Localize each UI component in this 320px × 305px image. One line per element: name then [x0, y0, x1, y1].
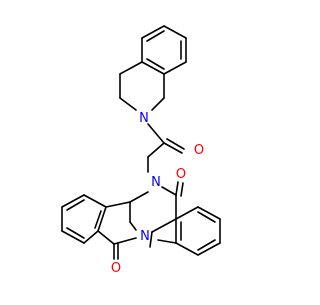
bond: [151, 97, 165, 111]
bond: [141, 25, 165, 39]
bond-double-inner: [197, 211, 216, 223]
bond: [163, 61, 187, 75]
bond: [129, 221, 137, 231]
bond-double-inner: [66, 199, 85, 211]
bond: [97, 206, 107, 232]
bond: [105, 201, 131, 208]
bond: [157, 239, 177, 244]
bond-carbonyl: [175, 181, 179, 196]
bond-carbonyl: [180, 182, 184, 197]
bond: [97, 230, 115, 245]
bond: [113, 237, 137, 245]
atom-label-o-quinazolinone: O: [176, 167, 186, 182]
bond-double-inner: [146, 58, 165, 70]
bond: [141, 61, 165, 75]
bond: [147, 142, 165, 158]
bond: [119, 97, 137, 111]
atom-label-n-bridge: N: [140, 229, 150, 244]
bond: [163, 25, 187, 39]
bond: [197, 242, 221, 256]
bond: [61, 194, 85, 208]
bond: [175, 206, 199, 220]
molecule-canvas: N O N O N O: [61, 25, 221, 276]
atom-label-o-amide: O: [194, 143, 204, 158]
bond: [119, 61, 143, 75]
atom-label-o-isoindolone: O: [111, 261, 121, 276]
bond: [175, 242, 199, 256]
atom-label-n-quinazolinone: N: [151, 175, 161, 190]
bond: [197, 206, 221, 220]
bond-double-inner: [94, 210, 102, 229]
molecule-structure: N O N O N O: [61, 25, 221, 276]
bond: [151, 218, 177, 233]
atom-label-n-isoquinoline: N: [139, 111, 149, 126]
bond-double-inner: [146, 30, 165, 42]
bond: [161, 186, 177, 196]
bond: [83, 230, 99, 244]
bond: [61, 230, 85, 244]
bond-double-inner: [197, 239, 216, 251]
bond: [147, 123, 165, 144]
bond: [149, 231, 153, 248]
bond-double-inner: [66, 227, 85, 239]
bond-carbonyl: [163, 142, 183, 154]
bond-carbonyl: [166, 138, 185, 150]
bond: [83, 194, 107, 208]
bond: [129, 191, 149, 203]
